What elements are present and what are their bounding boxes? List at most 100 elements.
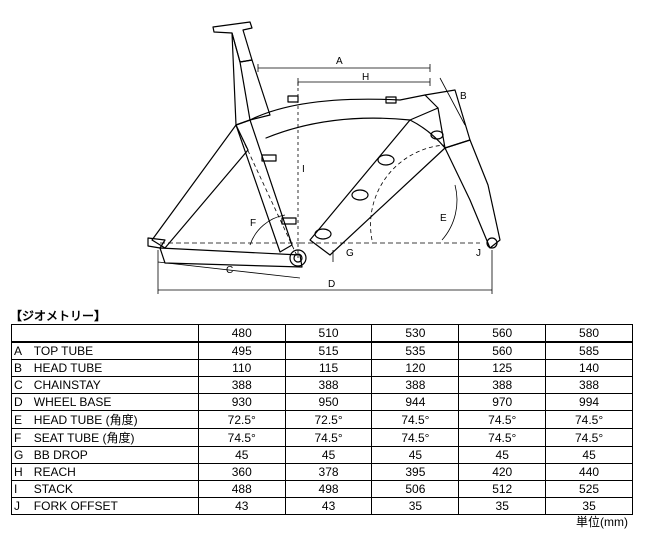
row-label: FORK OFFSET [30, 497, 199, 515]
size-header: 560 [458, 324, 547, 343]
seat-stay [151, 124, 249, 249]
row-value: 45 [284, 446, 373, 464]
row-label: HEAD TUBE (角度) [30, 410, 199, 429]
size-header: 530 [371, 324, 460, 343]
row-value: 45 [545, 446, 633, 464]
row-label: STACK [30, 480, 199, 498]
row-code: F [10, 428, 31, 447]
row-value: 994 [545, 393, 633, 411]
dim-label-f: F [250, 218, 256, 229]
row-label: HEAD TUBE [30, 359, 199, 377]
row-value: 45 [371, 446, 460, 464]
row-label: SEAT TUBE (角度) [30, 428, 199, 447]
row-value: 74.5° [545, 410, 633, 429]
row-value: 45 [458, 446, 547, 464]
row-value: 43 [284, 497, 373, 515]
row-value: 45 [197, 446, 286, 464]
row-value: 74.5° [458, 410, 547, 429]
row-value: 420 [458, 463, 547, 481]
row-code: E [10, 410, 31, 429]
row-value: 512 [458, 480, 547, 498]
row-value: 110 [197, 359, 286, 377]
dim-label-a: A [336, 56, 343, 67]
row-value: 388 [458, 376, 547, 394]
row-value: 970 [458, 393, 547, 411]
row-value: 74.5° [458, 428, 547, 447]
row-value: 125 [458, 359, 547, 377]
top-tube [249, 94, 439, 139]
row-value: 498 [284, 480, 373, 498]
row-value: 395 [371, 463, 460, 481]
dim-label-b: B [460, 91, 467, 102]
row-value: 585 [545, 341, 633, 360]
row-value: 72.5° [284, 410, 373, 429]
row-code: B [10, 359, 31, 377]
row-value: 950 [284, 393, 373, 411]
dim-label-i: I [302, 164, 305, 175]
row-value: 35 [458, 497, 547, 515]
row-value: 74.5° [545, 428, 633, 447]
row-code: G [10, 446, 31, 464]
dim-label-g: G [346, 248, 354, 259]
table-header-row: 480 510 530 560 580 [11, 324, 633, 343]
chain-stay [159, 247, 303, 268]
frame-geometry-diagram: A H B I C D E F G J [147, 21, 501, 294]
row-value: 388 [197, 376, 286, 394]
row-value: 506 [371, 480, 460, 498]
size-header: 580 [545, 324, 633, 343]
row-value: 140 [545, 359, 633, 377]
row-code: C [10, 376, 31, 394]
row-code: D [10, 393, 31, 411]
unit-label: 単位(mm) [576, 515, 628, 529]
row-label: WHEEL BASE [30, 393, 199, 411]
row-code: J [10, 497, 31, 515]
front-hub [486, 237, 498, 249]
row-code: H [10, 463, 31, 481]
row-label: REACH [30, 463, 199, 481]
row-label: TOP TUBE [30, 341, 199, 360]
dim-label-e: E [440, 213, 447, 224]
row-value: 74.5° [197, 428, 286, 447]
down-tube [309, 119, 446, 256]
row-label: BB DROP [30, 446, 199, 464]
table-header-blank [11, 324, 199, 343]
seat-mast [231, 32, 271, 126]
row-value: 378 [284, 463, 373, 481]
dim-label-h: H [362, 72, 369, 83]
row-value: 560 [458, 341, 547, 360]
row-value: 388 [284, 376, 373, 394]
row-value: 535 [371, 341, 460, 360]
rear-dropout [147, 237, 166, 249]
dim-label-d: D [328, 279, 335, 290]
row-value: 74.5° [371, 428, 460, 447]
row-value: 930 [197, 393, 286, 411]
dim-label-c: C [226, 265, 233, 276]
section-title: 【ジオメトリー】 [10, 309, 107, 323]
row-value: 360 [197, 463, 286, 481]
row-value: 43 [197, 497, 286, 515]
row-label: CHAINSTAY [30, 376, 199, 394]
row-value: 388 [371, 376, 460, 394]
seat-tube [235, 119, 293, 253]
row-value: 440 [545, 463, 633, 481]
row-value: 388 [545, 376, 633, 394]
row-value: 495 [197, 341, 286, 360]
row-value: 72.5° [197, 410, 286, 429]
row-value: 120 [371, 359, 460, 377]
fork [444, 139, 501, 249]
size-header: 510 [284, 324, 373, 343]
row-value: 515 [284, 341, 373, 360]
size-header: 480 [197, 324, 286, 343]
row-code: A [10, 341, 31, 360]
